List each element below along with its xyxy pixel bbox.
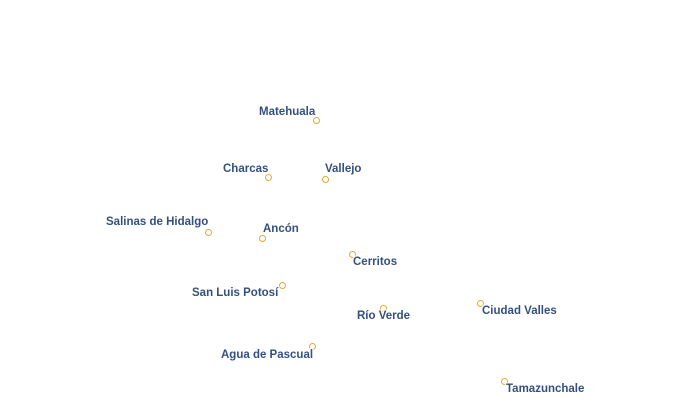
marker-icon[interactable] bbox=[349, 251, 356, 258]
place-label: Ciudad Valles bbox=[482, 305, 557, 317]
place-label: Salinas de Hidalgo bbox=[106, 216, 209, 228]
marker-icon[interactable] bbox=[279, 282, 286, 289]
marker-icon[interactable] bbox=[265, 174, 272, 181]
place-label: Tamazunchale bbox=[506, 383, 585, 395]
marker-icon[interactable] bbox=[380, 305, 387, 312]
marker-icon[interactable] bbox=[309, 343, 316, 350]
marker-icon[interactable] bbox=[205, 229, 212, 236]
place-label: San Luis Potosí bbox=[192, 287, 279, 299]
marker-icon[interactable] bbox=[322, 176, 329, 183]
place-label: Matehuala bbox=[259, 106, 316, 118]
place-label: Vallejo bbox=[325, 163, 362, 175]
place-label: Agua de Pascual bbox=[221, 349, 314, 361]
marker-icon[interactable] bbox=[259, 235, 266, 242]
place-label: Ancón bbox=[263, 223, 299, 235]
place-label: Charcas bbox=[223, 163, 269, 175]
place-label: Cerritos bbox=[353, 256, 398, 268]
marker-icon[interactable] bbox=[313, 117, 320, 124]
place-label: Río Verde bbox=[357, 310, 411, 322]
marker-icon[interactable] bbox=[501, 378, 508, 385]
marker-icon[interactable] bbox=[477, 300, 484, 307]
